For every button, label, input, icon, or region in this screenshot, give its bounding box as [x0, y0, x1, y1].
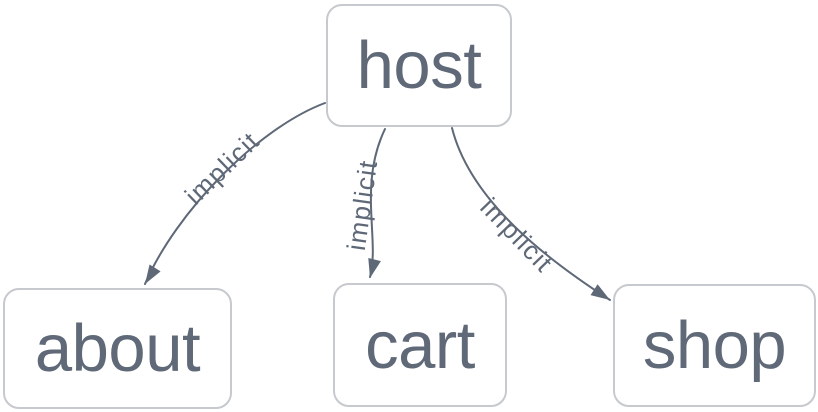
node-cart[interactable]: cart — [333, 283, 507, 407]
node-cart-label: cart — [365, 307, 475, 383]
arrowhead-host-about-icon — [145, 264, 161, 284]
edge-host-shop — [451, 127, 611, 301]
node-about-label: about — [34, 311, 201, 386]
node-shop[interactable]: shop — [613, 284, 816, 407]
node-host[interactable]: host — [326, 4, 512, 127]
edge-label-host-shop: implicit — [474, 192, 559, 279]
node-host-label: host — [356, 28, 482, 103]
arrowhead-host-shop-icon — [590, 284, 610, 300]
arrowhead-host-cart-icon — [368, 257, 381, 278]
edge-label-host-about: implicit — [179, 126, 266, 211]
node-about[interactable]: about — [3, 288, 232, 409]
edge-host-about — [144, 102, 326, 285]
node-shop-label: shop — [642, 308, 787, 383]
edge-label-host-cart: implicit — [341, 158, 383, 253]
